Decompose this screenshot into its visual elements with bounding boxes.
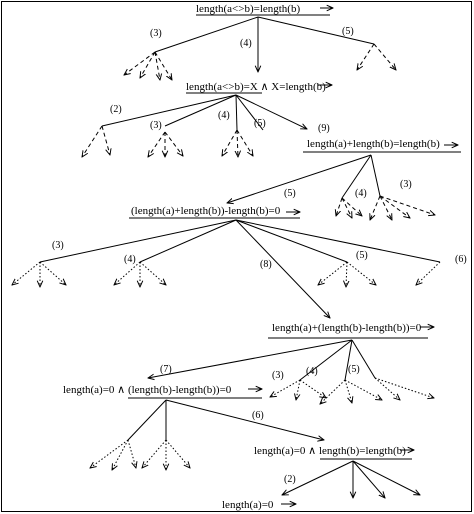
edge-label-3-4: (4) <box>124 254 136 265</box>
edge-6-d <box>352 460 420 495</box>
edge-1-4 <box>235 94 238 131</box>
node-5: length(a)=0 ∧ (length(b)-length(b))=0 <box>63 384 262 399</box>
edge-label-2-5: (5) <box>284 188 296 199</box>
edge-label-3-3: (3) <box>52 240 64 251</box>
pruned-fan-6 <box>336 197 362 218</box>
node-3-text: (length(a)+length(b))-length(b)=0 <box>131 205 281 217</box>
pruned-fan-14 <box>374 377 434 400</box>
node-6-text: length(a)=0 ∧ length(b)=length(b) <box>254 445 406 457</box>
node-2: length(a)+length(b)=length(b) <box>303 138 461 153</box>
node-1: length(a<>b)=X ∧ X=length(b) <box>186 81 332 94</box>
edge-6-2 <box>282 460 354 495</box>
pruned-fan-5 <box>222 129 253 157</box>
pruned-fan-2 <box>357 43 396 70</box>
node-root: length(a<>b)=length(b) <box>196 3 333 16</box>
edge-label-4-4: (4) <box>306 366 318 377</box>
pruned-fan-7 <box>370 195 435 220</box>
pruned-fan-12 <box>270 379 326 400</box>
edge-1-2 <box>101 94 237 127</box>
pruned-fan-3 <box>82 125 110 157</box>
edge-0-3 <box>154 16 259 53</box>
node-6: length(a)=0 ∧ length(b)=length(b) <box>254 445 414 460</box>
edge-5-a <box>127 399 167 441</box>
edge-label-4-7: (7) <box>160 364 172 375</box>
edge-label-4-3: (3) <box>272 370 284 381</box>
edge-1-5 <box>235 94 264 131</box>
edge-label-2-4: (4) <box>355 188 367 199</box>
pruned-fan-15 <box>90 439 136 470</box>
pruned-fan-11 <box>416 261 441 285</box>
edge-3-6 <box>235 219 441 263</box>
edge-label-1-9: (9) <box>318 123 330 134</box>
edge-label-3-6: (6) <box>455 254 467 265</box>
pruned-fan-16 <box>142 439 190 470</box>
edge-label-3-8: (8) <box>260 259 272 270</box>
edge-label-6-2: (2) <box>284 474 296 485</box>
pruned-fan-8 <box>12 261 66 287</box>
edge-3-5 <box>235 219 348 263</box>
edge-6-c <box>352 460 385 498</box>
pruned-fan-13 <box>320 379 382 404</box>
edge-label-3-5: (5) <box>356 250 368 261</box>
edge-label-0-4: (4) <box>240 38 252 49</box>
node-7-text: length(a)=0 <box>222 499 274 511</box>
node-root-text: length(a<>b)=length(b) <box>196 3 300 15</box>
edge-1-3 <box>164 94 237 127</box>
pruned-fan-4 <box>148 131 183 157</box>
edge-label-0-5: (5) <box>342 26 354 37</box>
edge-label-2-3: (3) <box>400 179 412 190</box>
node-4-text: length(a)+(length(b)-length(b))=0 <box>272 322 422 334</box>
edge-4-5 <box>351 339 376 379</box>
edge-label-1-3: (3) <box>150 120 162 131</box>
edge-2-4 <box>341 154 372 199</box>
edge-4-7 <box>148 339 353 378</box>
edge-label-5-6: (6) <box>252 410 264 421</box>
edge-label-1-5: (5) <box>254 118 266 129</box>
node-3: (length(a)+length(b))-length(b)=0 <box>129 205 300 219</box>
pruned-fan-9 <box>114 261 166 287</box>
pruned-fan-10 <box>318 261 376 287</box>
edge-label-1-2: (2) <box>110 104 122 115</box>
edge-2-3 <box>370 154 381 197</box>
edge-label-1-4: (4) <box>218 110 230 121</box>
edge-3-8 <box>235 219 330 318</box>
edge-0-5 <box>257 16 375 45</box>
edge-1-9 <box>235 94 307 129</box>
edge-2-5 <box>227 154 372 203</box>
node-5-text: length(a)=0 ∧ (length(b)-length(b))=0 <box>63 384 232 396</box>
node-2-text: length(a)+length(b)=length(b) <box>307 138 440 150</box>
edge-label-4-5: (5) <box>348 364 360 375</box>
node-7: length(a)=0 <box>222 499 296 511</box>
edge-4-3 <box>299 339 353 381</box>
edge-3-4 <box>139 219 237 263</box>
edge-5-6 <box>165 399 324 440</box>
edge-label-0-3: (3) <box>150 28 162 39</box>
node-1-text: length(a<>b)=X ∧ X=length(b) <box>186 81 326 93</box>
pruned-fan-1 <box>124 51 172 80</box>
edge-3-3 <box>39 219 237 263</box>
edge-4-4 <box>344 339 353 381</box>
node-4: length(a)+(length(b)-length(b))=0 <box>268 322 434 339</box>
